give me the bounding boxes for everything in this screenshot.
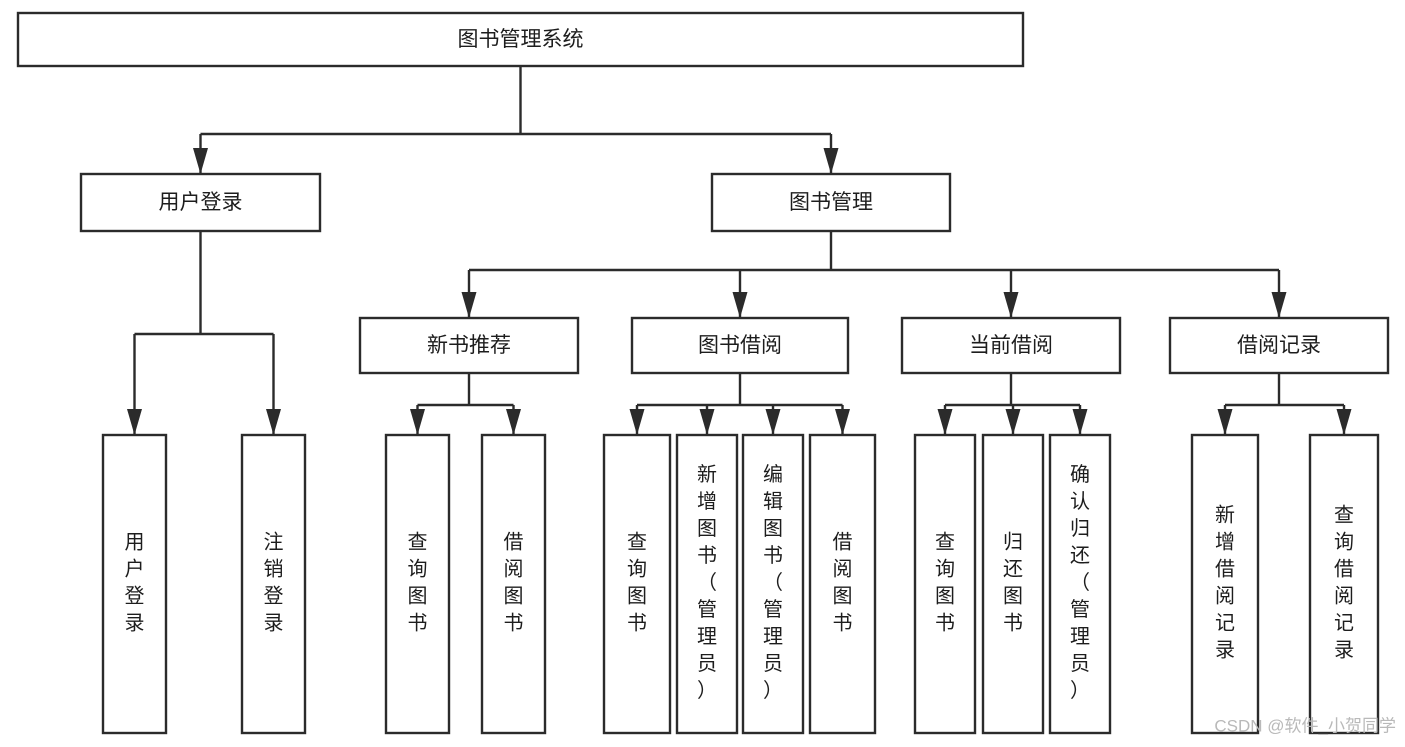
node-records[interactable]: 借阅记录 <box>1168 316 1390 375</box>
node-box-leaf-3[interactable] <box>384 433 451 735</box>
node-box-bookmgmt[interactable] <box>710 172 952 233</box>
node-label-leaf-6: 新增图书（管理员） <box>697 463 717 702</box>
connector-bus-login <box>127 231 281 435</box>
node-label-current: 当前借阅 <box>969 334 1053 357</box>
node-box-leaf-13[interactable] <box>1308 433 1380 735</box>
node-label-leaf-1: 用户登录 <box>125 532 145 635</box>
node-label-newbook: 新书推荐 <box>427 334 511 357</box>
node-box-records[interactable] <box>1168 316 1390 375</box>
node-leaf-9[interactable]: 查询图书 <box>913 433 977 735</box>
connector-bus-bookmgmt <box>461 231 1287 318</box>
node-label-leaf-9: 查询图书 <box>935 531 955 635</box>
node-leaf-12[interactable]: 新增借阅记录 <box>1190 433 1260 735</box>
connector-bus-newbook <box>410 373 521 435</box>
node-label-leaf-3: 查询图书 <box>408 531 428 635</box>
node-label-leaf-11: 确认归还（管理员） <box>1070 463 1090 702</box>
node-box-leaf-4[interactable] <box>480 433 547 735</box>
node-label-leaf-5: 查询图书 <box>627 531 647 635</box>
node-leaf-8[interactable]: 借阅图书 <box>808 433 877 735</box>
node-layer: 图书管理系统用户登录图书管理新书推荐图书借阅当前借阅借阅记录用户登录注销登录查询… <box>16 11 1390 735</box>
node-label-leaf-13: 查询借阅记录 <box>1334 504 1354 662</box>
node-box-leaf-10[interactable] <box>981 433 1045 735</box>
node-box-leaf-7[interactable] <box>741 433 805 735</box>
node-box-current[interactable] <box>900 316 1122 375</box>
node-bookmgmt[interactable]: 图书管理 <box>710 172 952 233</box>
node-box-newbook[interactable] <box>358 316 580 375</box>
connector-layer <box>127 66 1352 435</box>
node-leaf-10[interactable]: 归还图书 <box>981 433 1045 735</box>
node-leaf-3[interactable]: 查询图书 <box>384 433 451 735</box>
connector-bus-current <box>937 373 1088 435</box>
node-root[interactable]: 图书管理系统 <box>16 11 1025 68</box>
node-box-borrow[interactable] <box>630 316 850 375</box>
node-leaf-4[interactable]: 借阅图书 <box>480 433 547 735</box>
node-box-leaf-12[interactable] <box>1190 433 1260 735</box>
node-label-leaf-7: 编辑图书（管理员） <box>763 463 783 702</box>
node-leaf-6[interactable]: 新增图书（管理员） <box>675 433 739 735</box>
csdn-watermark: CSDN @软件_小贺同学 <box>1214 716 1396 735</box>
node-box-root[interactable] <box>16 11 1025 68</box>
node-borrow[interactable]: 图书借阅 <box>630 316 850 375</box>
node-label-borrow: 图书借阅 <box>698 334 782 357</box>
node-box-leaf-8[interactable] <box>808 433 877 735</box>
node-box-leaf-2[interactable] <box>240 433 307 735</box>
node-box-leaf-11[interactable] <box>1048 433 1112 735</box>
node-label-leaf-4: 借阅图书 <box>504 531 524 635</box>
node-box-leaf-6[interactable] <box>675 433 739 735</box>
watermark-layer: CSDN @软件_小贺同学 <box>1214 716 1396 735</box>
node-leaf-5[interactable]: 查询图书 <box>602 433 672 735</box>
connector-bus-root <box>193 66 839 174</box>
node-box-leaf-1[interactable] <box>101 433 168 735</box>
node-label-root: 图书管理系统 <box>458 28 584 51</box>
node-leaf-7[interactable]: 编辑图书（管理员） <box>741 433 805 735</box>
connector-bus-records <box>1217 373 1352 435</box>
node-label-records: 借阅记录 <box>1237 334 1321 357</box>
connector-bus-borrow <box>629 373 850 435</box>
node-label-leaf-12: 新增借阅记录 <box>1215 504 1235 662</box>
node-leaf-2[interactable]: 注销登录 <box>240 433 307 735</box>
node-label-leaf-2: 注销登录 <box>264 531 284 635</box>
node-box-leaf-5[interactable] <box>602 433 672 735</box>
node-leaf-13[interactable]: 查询借阅记录 <box>1308 433 1380 735</box>
node-label-bookmgmt: 图书管理 <box>789 191 873 214</box>
node-label-login: 用户登录 <box>159 191 243 214</box>
node-box-login[interactable] <box>79 172 322 233</box>
node-leaf-1[interactable]: 用户登录 <box>101 433 168 735</box>
node-label-leaf-8: 借阅图书 <box>833 531 853 635</box>
node-label-leaf-10: 归还图书 <box>1003 531 1023 635</box>
node-current[interactable]: 当前借阅 <box>900 316 1122 375</box>
node-box-leaf-9[interactable] <box>913 433 977 735</box>
node-newbook[interactable]: 新书推荐 <box>358 316 580 375</box>
node-leaf-11[interactable]: 确认归还（管理员） <box>1048 433 1112 735</box>
node-login[interactable]: 用户登录 <box>79 172 322 233</box>
